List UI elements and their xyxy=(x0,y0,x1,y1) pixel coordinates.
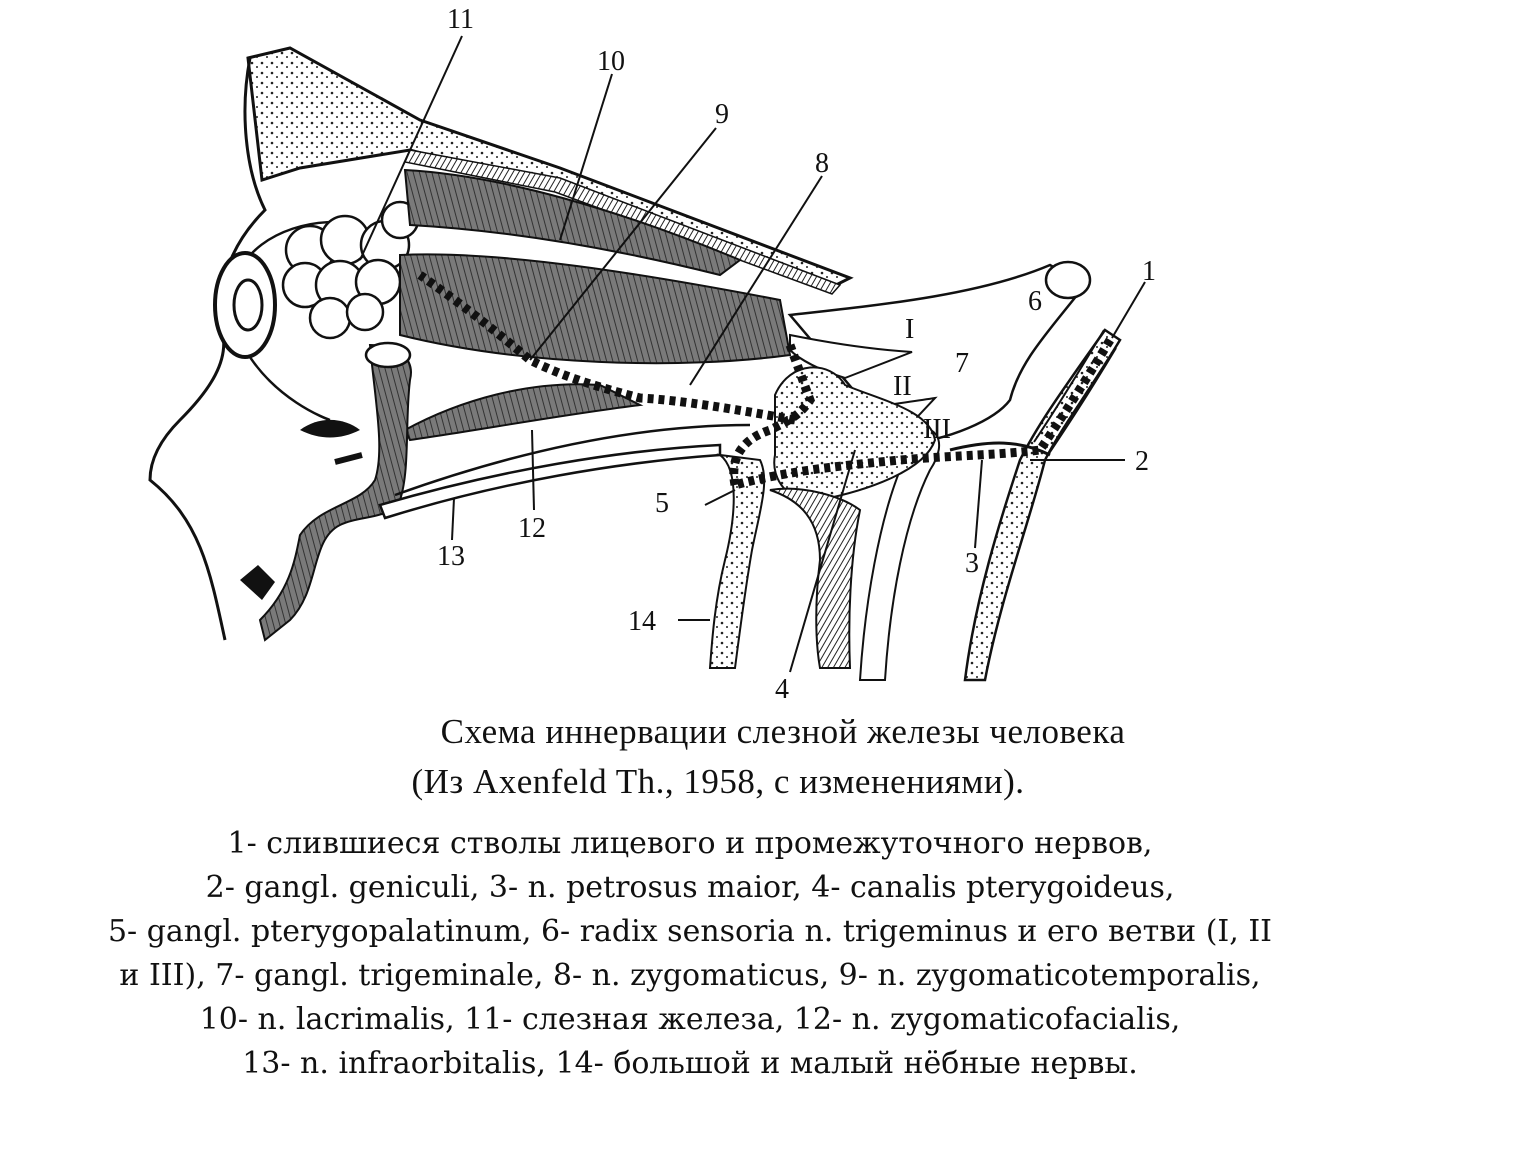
trigeminal-root-cut xyxy=(1044,260,1092,300)
dash-mark xyxy=(334,452,363,465)
legend-line: 5- gangl. pterygopalatinum, 6- radix sen… xyxy=(107,914,1273,949)
label-11: 11 xyxy=(447,4,474,35)
lacrimal-gland xyxy=(281,200,420,340)
label-9: 9 xyxy=(715,99,729,130)
label-1: 1 xyxy=(1142,256,1156,287)
legend-line: 10- n. lacrimalis, 11- слезная железа, 1… xyxy=(199,1002,1181,1037)
infraorbital-canal-outer xyxy=(394,423,751,497)
label-12: 12 xyxy=(518,513,546,544)
lacrimal-gland-innervation-diagram: 11 10 9 8 1 6 I 7 II III 2 5 3 12 13 14 … xyxy=(148,4,1156,700)
label-14: 14 xyxy=(628,606,656,637)
levator-muscle xyxy=(403,168,743,277)
facial-nerve-trunk xyxy=(963,328,1122,682)
pterygoid-plate xyxy=(769,487,862,669)
zygomatic-bone xyxy=(258,343,412,642)
label-I: I xyxy=(905,314,914,345)
label-8: 8 xyxy=(815,148,829,179)
legend-line: 1- слившиеся стволы лицевого и промежуто… xyxy=(227,826,1153,861)
label-II: II xyxy=(893,371,912,402)
label-7: 7 xyxy=(955,348,969,379)
leader-lines xyxy=(359,35,1146,673)
legend: 1- слившиеся стволы лицевого и промежуто… xyxy=(40,822,1340,1086)
label-10: 10 xyxy=(597,46,625,77)
label-2: 2 xyxy=(1135,446,1149,477)
label-III: III xyxy=(923,414,951,445)
branch-III xyxy=(858,426,941,681)
legend-line: 2- gangl. geniculi, 3- n. petrosus maior… xyxy=(205,870,1175,905)
petrosal-groove xyxy=(949,441,1051,457)
label-6: 6 xyxy=(1028,286,1042,317)
label-3: 3 xyxy=(965,548,979,579)
secretory-pathway xyxy=(417,271,1114,490)
tear-duct-mark xyxy=(300,419,360,438)
caption-source: (Из Axenfeld Th., 1958, с изменениями). xyxy=(411,762,1025,801)
label-5: 5 xyxy=(655,488,669,519)
tooth-mark xyxy=(240,565,275,600)
iris xyxy=(232,278,264,332)
zygomatic-foramen xyxy=(364,341,412,369)
legend-line: 13- n. infraorbitalis, 14- большой и мал… xyxy=(242,1046,1138,1081)
palatine-canal xyxy=(708,453,766,669)
label-13: 13 xyxy=(437,541,465,572)
lateral-rectus-muscle xyxy=(399,253,792,365)
caption-title: Схема иннервации слезной железы человека xyxy=(440,712,1126,751)
label-4: 4 xyxy=(775,674,789,700)
legend-line: и III), 7- gangl. trigeminale, 8- n. zyg… xyxy=(119,958,1261,993)
inferior-muscle xyxy=(403,383,644,442)
face-contour xyxy=(148,57,267,641)
pathway-outline xyxy=(1033,329,1117,459)
